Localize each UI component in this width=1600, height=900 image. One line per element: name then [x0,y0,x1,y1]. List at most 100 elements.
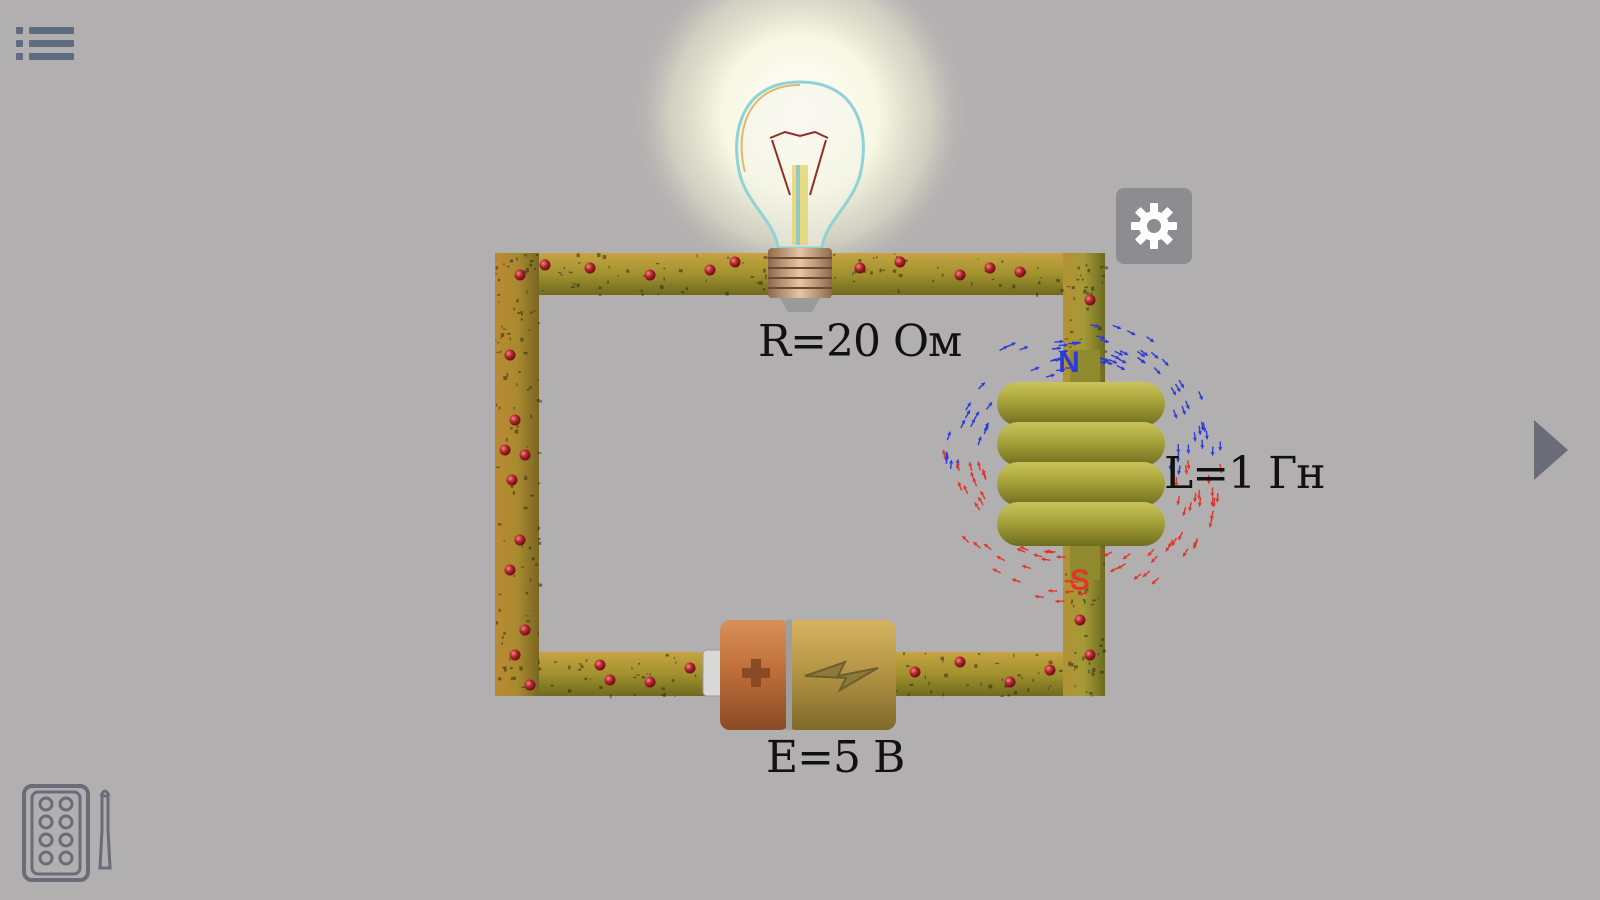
wire-speck [537,452,542,454]
wire-speck [1091,695,1093,697]
inductance-label: L=1 Гн [1164,448,1326,499]
wire-speck [1089,659,1091,661]
electron [514,534,526,546]
field-arrow [949,459,953,470]
field-arrowhead [971,418,976,423]
field-arrowhead [1117,325,1122,330]
field-arrowhead [977,436,982,441]
wire-speck [1092,599,1096,602]
field-arrowhead [1168,543,1172,548]
wire-speck [1049,685,1052,687]
wire-speck [1081,278,1084,281]
wire-speck [513,406,515,410]
wire-speck [1048,660,1053,664]
wire-speck [557,272,562,274]
field-arrowhead [1035,366,1040,371]
wire-speck [822,287,827,290]
menu-button[interactable] [14,20,76,66]
wire-speck [1097,652,1099,656]
wire-speck [904,259,908,263]
wire-speck [599,685,603,689]
wire-speck [598,294,602,297]
wire-speck [526,267,529,272]
electron [984,262,996,274]
wire-speck [941,273,944,277]
wire-speck [1089,356,1093,359]
field-arrow [1150,555,1158,564]
field-arrow [970,418,976,428]
field-arrowhead [1108,361,1113,365]
field-arrowhead [977,461,982,466]
wire-speck [537,526,541,530]
wire-speck [531,557,535,561]
field-arrow [978,381,986,390]
field-arrowhead [981,471,986,476]
field-arrowhead [1149,338,1154,342]
electron [954,269,966,281]
wire-speck [763,268,766,273]
wire-speck [524,254,527,257]
wire-speck [538,482,541,485]
wire-speck [550,684,554,687]
wire-speck [513,575,516,577]
wire-speck [529,263,533,267]
wire-speck [530,494,534,497]
wire-speck [1083,289,1087,294]
wire-speck [793,670,796,674]
electron [604,674,616,686]
field-arrowhead [968,462,973,467]
wire-speck [518,370,521,373]
wire-speck [1092,668,1096,672]
wire-speck [576,283,580,288]
wire-speck [503,263,505,266]
settings-button[interactable] [1116,188,1192,264]
field-arrow [1056,368,1066,372]
field-arrowhead [1142,573,1147,577]
wire-speck [1088,655,1092,657]
next-button[interactable] [1528,414,1572,486]
wire-speck [514,429,519,434]
field-arrowhead [955,462,961,466]
field-arrow [1182,506,1187,516]
wire-speck [785,680,789,683]
wire-speck [736,690,741,694]
wire-speck [970,282,973,286]
wire-speck [1069,330,1074,333]
wire-speck [837,664,841,669]
field-arrowhead [1095,552,1100,557]
wire-speck [896,256,899,258]
field-arrowhead [1171,541,1176,546]
wire-speck [1098,517,1101,521]
wire-speck [537,322,541,324]
wire-speck [1099,670,1104,674]
coil-turn [997,502,1165,546]
wire-speck [1070,601,1072,604]
wire-speck [520,337,524,342]
wire-speck [521,566,524,568]
wire-speck [694,674,697,678]
wire-speck [1074,652,1077,655]
wire-speck [1088,661,1091,665]
wire-speck [702,656,706,659]
wire-speck [1076,461,1079,463]
wire-speck [572,283,577,285]
field-arrow [1054,340,1064,343]
wire-speck [497,523,502,526]
wire-speck [1076,278,1080,281]
field-arrowhead [980,491,985,496]
wire-speck [1001,260,1004,263]
wire-speck [924,675,927,679]
field-arrow [1146,336,1155,343]
field-arrowhead [1199,395,1203,400]
wire-speck [833,674,837,677]
wire-speck [498,406,501,410]
wire-speck [602,255,607,260]
wire-speck [497,294,501,296]
electron [684,662,696,674]
wire-speck [892,269,897,273]
wire-speck [822,689,825,692]
field-arrowhead [1012,578,1016,583]
palette-button[interactable] [20,782,116,884]
field-arrow [1064,590,1075,593]
field-arrowhead [1003,346,1008,350]
